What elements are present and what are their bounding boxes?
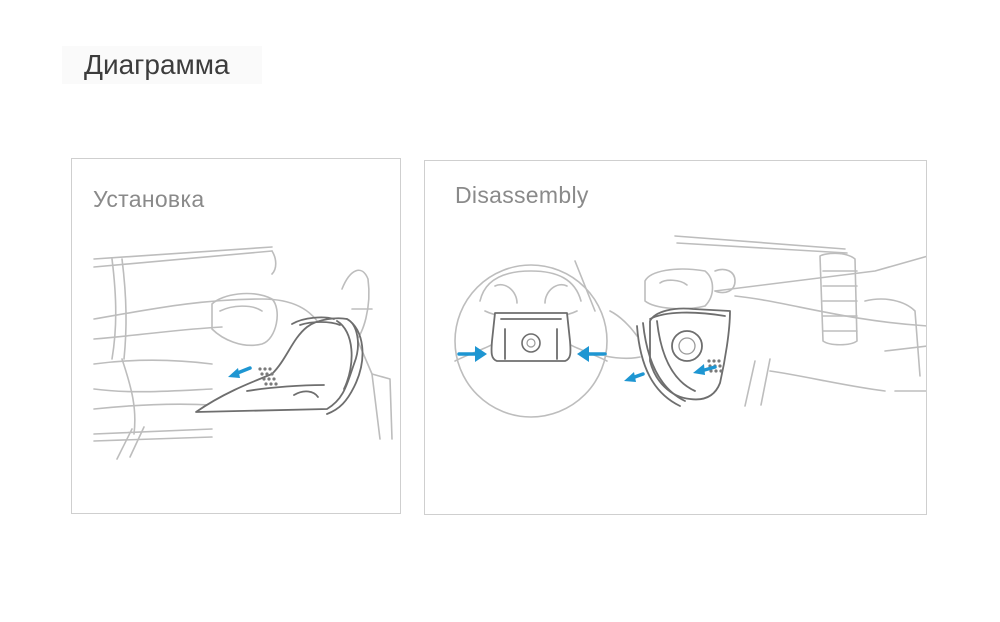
squeeze-left-arrow-icon (457, 346, 487, 362)
disassembly-illustration (454, 235, 926, 418)
detail-magnifier-circle (454, 260, 608, 418)
drone-outline (604, 235, 926, 407)
installation-label: Установка (93, 186, 205, 212)
installation-illustration (93, 246, 393, 460)
lens-guard (636, 307, 731, 407)
vent-grid-icon (258, 367, 278, 386)
removal-arrow-icon (624, 372, 645, 382)
squeeze-right-arrow-icon (577, 346, 607, 362)
install-arrow-icon (228, 366, 252, 378)
installation-panel: Установка (71, 158, 401, 514)
guard-slide-arrow-icon (693, 364, 717, 375)
drone-outline (93, 246, 393, 460)
lens-guard (195, 316, 364, 415)
disassembly-label: Disassembly (455, 182, 589, 208)
page-title: Диаграмма (62, 46, 262, 84)
disassembly-panel: Disassembly (424, 160, 927, 515)
